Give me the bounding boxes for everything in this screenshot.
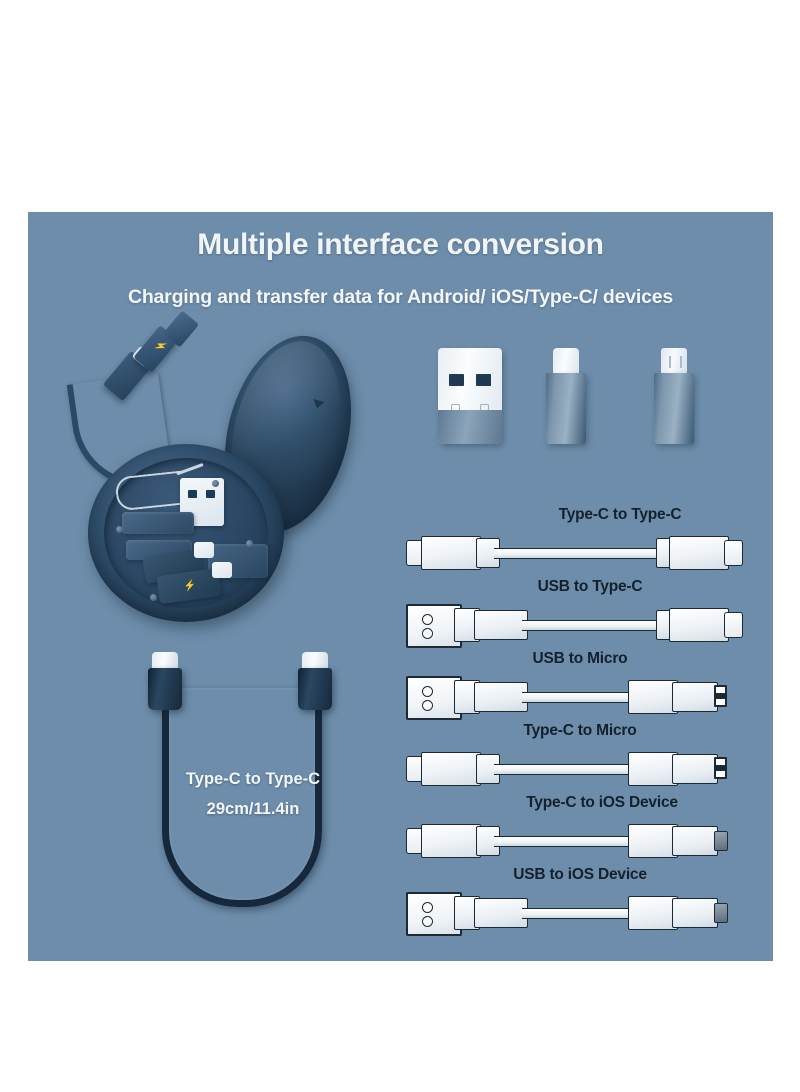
cable-item-typec-micro: Type-C to Micro xyxy=(406,722,754,796)
connector-shell-right xyxy=(669,536,729,570)
featured-cable-caption: Type-C to Type-C 29cm/11.4in xyxy=(108,764,398,824)
cable-cord xyxy=(522,692,632,703)
cable-item-typec-ios: Type-C to iOS Device xyxy=(406,794,754,868)
page-title: Multiple interface conversion xyxy=(197,228,604,261)
featured-type-c-cable: Type-C to Type-C 29cm/11.4in xyxy=(138,652,368,952)
cable-label: Type-C to Micro xyxy=(523,722,637,739)
case-screw xyxy=(212,480,219,487)
cable-item-usb-typec: USB to Type-C xyxy=(406,578,754,652)
connector-collar-right xyxy=(672,754,718,784)
connector-shell-left xyxy=(421,752,481,786)
type-c-adapter-body xyxy=(546,373,586,444)
usb-a-connector-left xyxy=(406,604,462,648)
product-info-panel: Multiple interface conversion Charging a… xyxy=(28,212,773,961)
connector-shell-right xyxy=(628,896,678,930)
type-c-adapter xyxy=(546,348,586,444)
cable-diagram xyxy=(406,890,754,936)
usb-adapter-shell xyxy=(438,410,502,444)
connector-collar-right xyxy=(672,898,718,928)
connector-shell-left xyxy=(421,824,481,858)
connector-shell-left xyxy=(421,536,481,570)
cable-connector-left xyxy=(148,652,182,710)
type-c-tip xyxy=(152,652,178,672)
lid-marker-icon xyxy=(311,399,325,410)
usb-a-connector-left xyxy=(406,892,462,936)
micro-usb-adapter xyxy=(654,348,694,444)
connector-shell-left xyxy=(474,610,528,640)
connector-collar-right xyxy=(672,682,718,712)
usb-pin-left xyxy=(449,374,464,386)
cable-cord xyxy=(522,620,662,631)
cable-diagram xyxy=(406,602,754,648)
case-screw xyxy=(150,594,157,601)
cable-item-usb-ios: USB to iOS Device xyxy=(406,866,754,940)
cable-diagram xyxy=(406,674,754,720)
cable-label: Type-C to Type-C xyxy=(558,506,682,523)
type-c-tip-right xyxy=(724,612,743,638)
ios-lightning-tip-right xyxy=(714,831,728,851)
cable-label: USB to Type-C xyxy=(537,578,643,595)
stored-connector-2-tip xyxy=(212,562,232,578)
featured-cable-length: 29cm/11.4in xyxy=(206,800,300,818)
cable-diagram xyxy=(406,530,754,576)
stored-connector-1-tip xyxy=(194,542,214,558)
cable-cord xyxy=(494,764,632,775)
storage-slot-1 xyxy=(122,512,194,534)
cable-label: Type-C to iOS Device xyxy=(526,794,678,811)
usb-pinhole xyxy=(422,614,433,625)
connector-shell-right xyxy=(628,824,678,858)
cable-item-usb-micro: USB to Micro xyxy=(406,650,754,724)
multifunction-storage-case: ⚡ ⚡ xyxy=(66,310,388,642)
connector-barrel xyxy=(148,668,182,710)
sim-eject-pin xyxy=(114,470,186,512)
cable-cord xyxy=(522,908,632,919)
bolt-icon: ⚡ xyxy=(152,338,169,356)
type-c-tip-right xyxy=(724,540,743,566)
connector-shell-left xyxy=(474,682,528,712)
cable-loop xyxy=(162,688,322,907)
connector-barrel xyxy=(298,668,332,710)
connector-shell-right xyxy=(669,608,729,642)
page-subtitle: Charging and transfer data for Android/ … xyxy=(127,286,674,308)
usb-pinhole xyxy=(422,686,433,697)
cable-diagram xyxy=(406,818,754,864)
cable-diagram xyxy=(406,746,754,792)
cable-item-typec-typec: Type-C to Type-C xyxy=(406,506,754,580)
usb-a-connector-left xyxy=(406,676,462,720)
connector-shell-right xyxy=(628,680,678,714)
ios-lightning-tip-right xyxy=(714,903,728,923)
usb-a-adapter xyxy=(438,348,502,444)
connector-collar-right xyxy=(672,826,718,856)
case-base: ⚡ xyxy=(88,444,284,622)
connector-shell-right xyxy=(628,752,678,786)
micro-usb-adapter-body xyxy=(654,373,694,444)
usb-pinhole xyxy=(422,902,433,913)
usb-pinhole xyxy=(422,628,433,639)
micro-usb-tip-right xyxy=(714,757,727,779)
micro-usb-tip-right xyxy=(714,685,727,707)
cable-label: USB to Micro xyxy=(532,650,628,667)
cable-connector-right xyxy=(298,652,332,710)
connector-shell-left xyxy=(474,898,528,928)
usb-pinhole xyxy=(422,916,433,927)
case-screw xyxy=(116,526,123,533)
cable-cord xyxy=(494,548,662,559)
type-c-tip xyxy=(302,652,328,672)
cable-cord xyxy=(494,836,632,847)
bolt-icon: ⚡ xyxy=(183,580,198,593)
case-screw xyxy=(246,540,253,547)
featured-cable-label: Type-C to Type-C xyxy=(185,770,321,788)
usb-pin-right xyxy=(476,374,491,386)
cable-label: USB to iOS Device xyxy=(513,866,647,883)
usb-pinhole xyxy=(422,700,433,711)
